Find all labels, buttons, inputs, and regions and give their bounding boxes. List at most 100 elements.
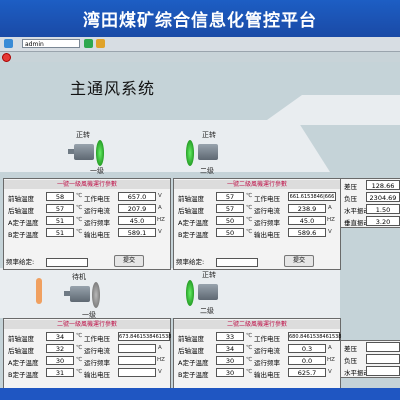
param-label: 运行频率 xyxy=(254,359,280,367)
param-value: 589.1 xyxy=(118,228,156,237)
param-label: 运行频率 xyxy=(254,219,280,227)
param-unit: HZ xyxy=(157,217,165,223)
gauge-value xyxy=(366,354,400,364)
fan-status: 待机 xyxy=(72,273,86,281)
param-unit: ℃ xyxy=(246,205,253,211)
param-value: 32 xyxy=(46,344,74,353)
param-row: 后轴温度 32 ℃ 运行电流 A xyxy=(6,343,168,355)
gauge-row: 水平振动 xyxy=(341,365,400,377)
param-row: 后轴温度 34 ℃ 运行电流 0.3 A xyxy=(176,343,338,355)
fan-name: 一级 xyxy=(90,167,104,175)
param-label: B定子温度 xyxy=(178,371,209,379)
go-icon[interactable] xyxy=(84,39,93,48)
param-unit: ℃ xyxy=(76,229,83,235)
param-value: 57 xyxy=(216,204,244,213)
duct-upper xyxy=(0,120,330,172)
param-unit: A xyxy=(328,205,332,211)
param-value: 30 xyxy=(216,356,244,365)
param-value: 661.6153846|666 xyxy=(288,192,336,201)
param-value xyxy=(118,368,156,377)
fan-motor xyxy=(74,144,94,160)
param-row: A定子温度 30 ℃ 运行频率 HZ xyxy=(6,355,168,367)
param-label: 运行电流 xyxy=(84,347,110,355)
param-row: A定子温度 51 ℃ 运行频率 45.0 HZ xyxy=(6,215,168,227)
panel-title: 一號二級風機運行參數 xyxy=(174,180,340,189)
param-value xyxy=(118,356,156,365)
param-unit: V xyxy=(158,369,162,375)
param-panel-2-1: 二號一級風機運行參數 前轴温度 34 ℃ 工作电压 673.8461538461… xyxy=(3,318,172,390)
fan-blade-icon xyxy=(96,140,104,166)
page-title: 主通风系统 xyxy=(70,79,156,98)
freq-input[interactable] xyxy=(216,258,258,267)
param-label: 运行电流 xyxy=(254,207,280,215)
param-value: 625.7 xyxy=(288,368,326,377)
fan-2-2[interactable] xyxy=(186,278,230,308)
param-unit: V xyxy=(158,193,162,199)
fan-1-1[interactable] xyxy=(68,138,112,168)
gauge-row: 差压 xyxy=(341,341,400,353)
param-unit: V xyxy=(328,369,332,375)
param-label: A定子温度 xyxy=(8,219,39,227)
param-value: 207.9 xyxy=(118,204,156,213)
user-field[interactable]: admin xyxy=(22,39,80,48)
param-unit: ℃ xyxy=(76,217,83,223)
title-bar: 湾田煤矿综合信息化管控平台 xyxy=(0,0,400,37)
param-label: 后轴温度 xyxy=(178,207,204,215)
toolbar: admin xyxy=(0,37,400,52)
param-value: 33 xyxy=(216,332,244,341)
param-unit: ℃ xyxy=(76,369,83,375)
freq-label: 频率给定: xyxy=(176,258,205,266)
param-row: 前轴温度 58 ℃ 工作电压 657.0 V xyxy=(6,191,168,203)
param-value: 34 xyxy=(46,332,74,341)
fan-1-2[interactable] xyxy=(186,138,230,168)
param-unit: ℃ xyxy=(76,205,83,211)
param-value: 50 xyxy=(216,216,244,225)
param-unit: HZ xyxy=(327,217,335,223)
param-unit: ℃ xyxy=(246,345,253,351)
param-row: B定子温度 30 ℃ 输出电压 625.7 V xyxy=(176,367,338,379)
param-label: 后轴温度 xyxy=(8,347,34,355)
panel-title: 二號二級風機運行參數 xyxy=(174,320,340,329)
param-label: 运行电流 xyxy=(254,347,280,355)
param-label: 运行频率 xyxy=(84,359,110,367)
damper-icon xyxy=(36,278,42,304)
gauge-label: 差压 xyxy=(344,345,357,353)
param-panel-1-1: 一號一級風機運行參數 前轴温度 58 ℃ 工作电压 657.0 V 后轴温度 5… xyxy=(3,178,171,270)
param-unit: ℃ xyxy=(246,217,253,223)
submit-button[interactable]: 提交 xyxy=(114,255,144,267)
param-value: 30 xyxy=(46,356,74,365)
param-unit: ℃ xyxy=(246,193,253,199)
param-label: 输出电压 xyxy=(84,371,110,379)
param-value: 0.0 xyxy=(288,356,326,365)
param-label: 工作电压 xyxy=(254,335,280,343)
param-label: 前轴温度 xyxy=(8,195,34,203)
param-value: 30 xyxy=(216,368,244,377)
fan-motor xyxy=(198,144,218,160)
param-value: 50 xyxy=(216,228,244,237)
gauge-label: 垂直振动 xyxy=(344,219,370,227)
param-value: 0.3 xyxy=(288,344,326,353)
submit-button[interactable]: 提交 xyxy=(284,255,314,267)
param-row: 后轴温度 57 ℃ 运行电流 207.9 A xyxy=(6,203,168,215)
freq-label: 频率给定: xyxy=(6,258,35,266)
param-unit: HZ xyxy=(327,357,335,363)
param-label: 运行电流 xyxy=(84,207,110,215)
param-value: 589.6 xyxy=(288,228,326,237)
param-panel-1-2: 一號二級風機運行參數 前轴温度 57 ℃ 工作电压 661.6153846|66… xyxy=(173,178,341,270)
fan-2-1[interactable] xyxy=(64,280,108,310)
param-value: 51 xyxy=(46,228,74,237)
settings-icon[interactable] xyxy=(96,39,105,48)
param-value: 238.9 xyxy=(288,204,326,213)
param-unit: A xyxy=(158,345,162,351)
param-unit: ℃ xyxy=(76,333,83,339)
home-icon[interactable] xyxy=(4,39,13,48)
gauge-label: 水平振动 xyxy=(344,207,370,215)
param-label: 输出电压 xyxy=(254,231,280,239)
stop-icon[interactable] xyxy=(2,53,11,62)
freq-input[interactable] xyxy=(46,258,88,267)
fan-status: 正转 xyxy=(202,271,216,279)
param-value: 34 xyxy=(216,344,244,353)
param-unit: A xyxy=(328,345,332,351)
